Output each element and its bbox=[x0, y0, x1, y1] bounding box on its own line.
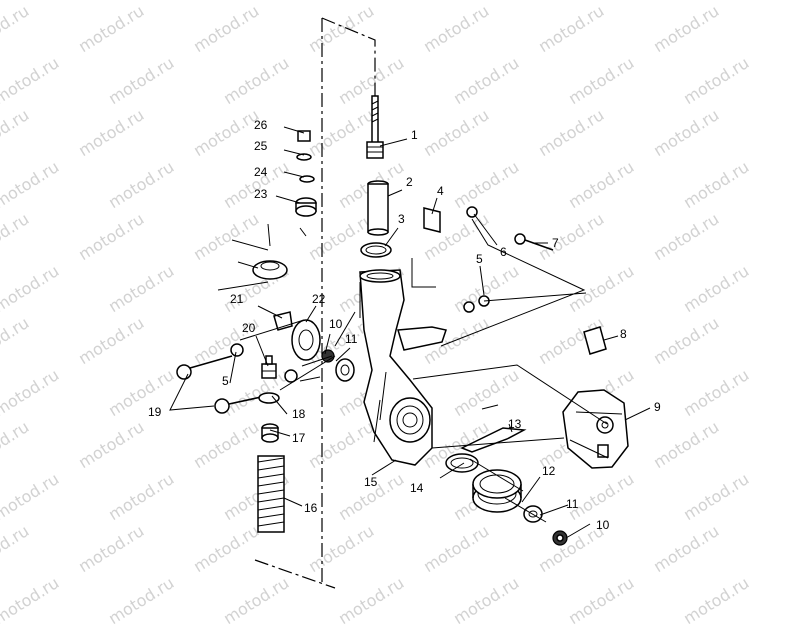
label-11-inner: 11 bbox=[345, 332, 358, 346]
left-washer-part bbox=[230, 343, 244, 357]
shock-rod-part bbox=[366, 95, 384, 159]
context-lines bbox=[217, 223, 307, 291]
guide-lines bbox=[239, 218, 608, 523]
label-5-right: 5 bbox=[476, 252, 483, 266]
label-25: 25 bbox=[254, 139, 268, 153]
label-1: 1 bbox=[411, 128, 418, 142]
label-23: 23 bbox=[254, 187, 268, 201]
label-5-left: 5 bbox=[222, 374, 229, 388]
bearing-part bbox=[472, 469, 522, 513]
brake-bracket-part bbox=[460, 404, 527, 453]
steering-knuckle-part bbox=[359, 269, 447, 466]
label-21: 21 bbox=[230, 292, 244, 306]
label-6: 6 bbox=[500, 245, 507, 259]
inner-bushing-part bbox=[335, 358, 355, 382]
washer-25-part bbox=[296, 153, 312, 161]
label-9: 9 bbox=[654, 400, 661, 414]
label-19: 19 bbox=[148, 405, 162, 419]
label-24: 24 bbox=[254, 165, 268, 179]
top-axis-line bbox=[321, 17, 376, 98]
spring-part bbox=[257, 455, 285, 533]
label-3: 3 bbox=[398, 212, 405, 226]
outer-nut-part bbox=[552, 530, 568, 546]
caliper-part bbox=[562, 389, 629, 469]
label-26: 26 bbox=[254, 118, 268, 132]
label-2: 2 bbox=[406, 175, 413, 189]
label-18: 18 bbox=[292, 407, 306, 421]
hub-seal-part bbox=[445, 453, 479, 473]
label-10-inner: 10 bbox=[329, 317, 343, 331]
pin-part bbox=[583, 326, 607, 355]
seal-part bbox=[291, 319, 321, 361]
seal-ring-part bbox=[360, 242, 392, 258]
label-15: 15 bbox=[364, 475, 378, 489]
label-4: 4 bbox=[437, 184, 444, 198]
label-10-outer: 10 bbox=[596, 518, 610, 532]
washer-24-part bbox=[299, 175, 315, 183]
collar-17-part bbox=[261, 423, 279, 443]
label-14: 14 bbox=[410, 481, 424, 495]
nut-20-part bbox=[261, 355, 277, 379]
label-12: 12 bbox=[542, 464, 556, 478]
upper-washer-part bbox=[463, 301, 475, 313]
left-washer-b-part bbox=[284, 369, 298, 383]
label-7: 7 bbox=[552, 236, 559, 250]
washer-18-part bbox=[258, 392, 280, 404]
bushing-23-part bbox=[295, 197, 317, 217]
label-13: 13 bbox=[508, 417, 522, 431]
bottom-axis-line bbox=[254, 559, 336, 589]
label-22: 22 bbox=[312, 292, 326, 306]
bracket-part bbox=[423, 207, 441, 233]
label-17: 17 bbox=[292, 431, 306, 445]
strut-assembly-diagram: 1 2 3 4 5 5 6 7 8 9 10 10 11 11 12 13 14… bbox=[148, 17, 661, 589]
label-16: 16 bbox=[304, 501, 318, 515]
top-nut-26-part bbox=[297, 130, 311, 142]
label-11-outer: 11 bbox=[566, 497, 579, 511]
leader-lines bbox=[169, 126, 651, 539]
mount-cup-part bbox=[252, 260, 288, 280]
shock-body-part bbox=[367, 180, 389, 236]
fitting-part bbox=[273, 311, 293, 331]
bolt-part bbox=[514, 233, 554, 251]
label-20: 20 bbox=[242, 321, 256, 335]
label-8: 8 bbox=[620, 327, 627, 341]
